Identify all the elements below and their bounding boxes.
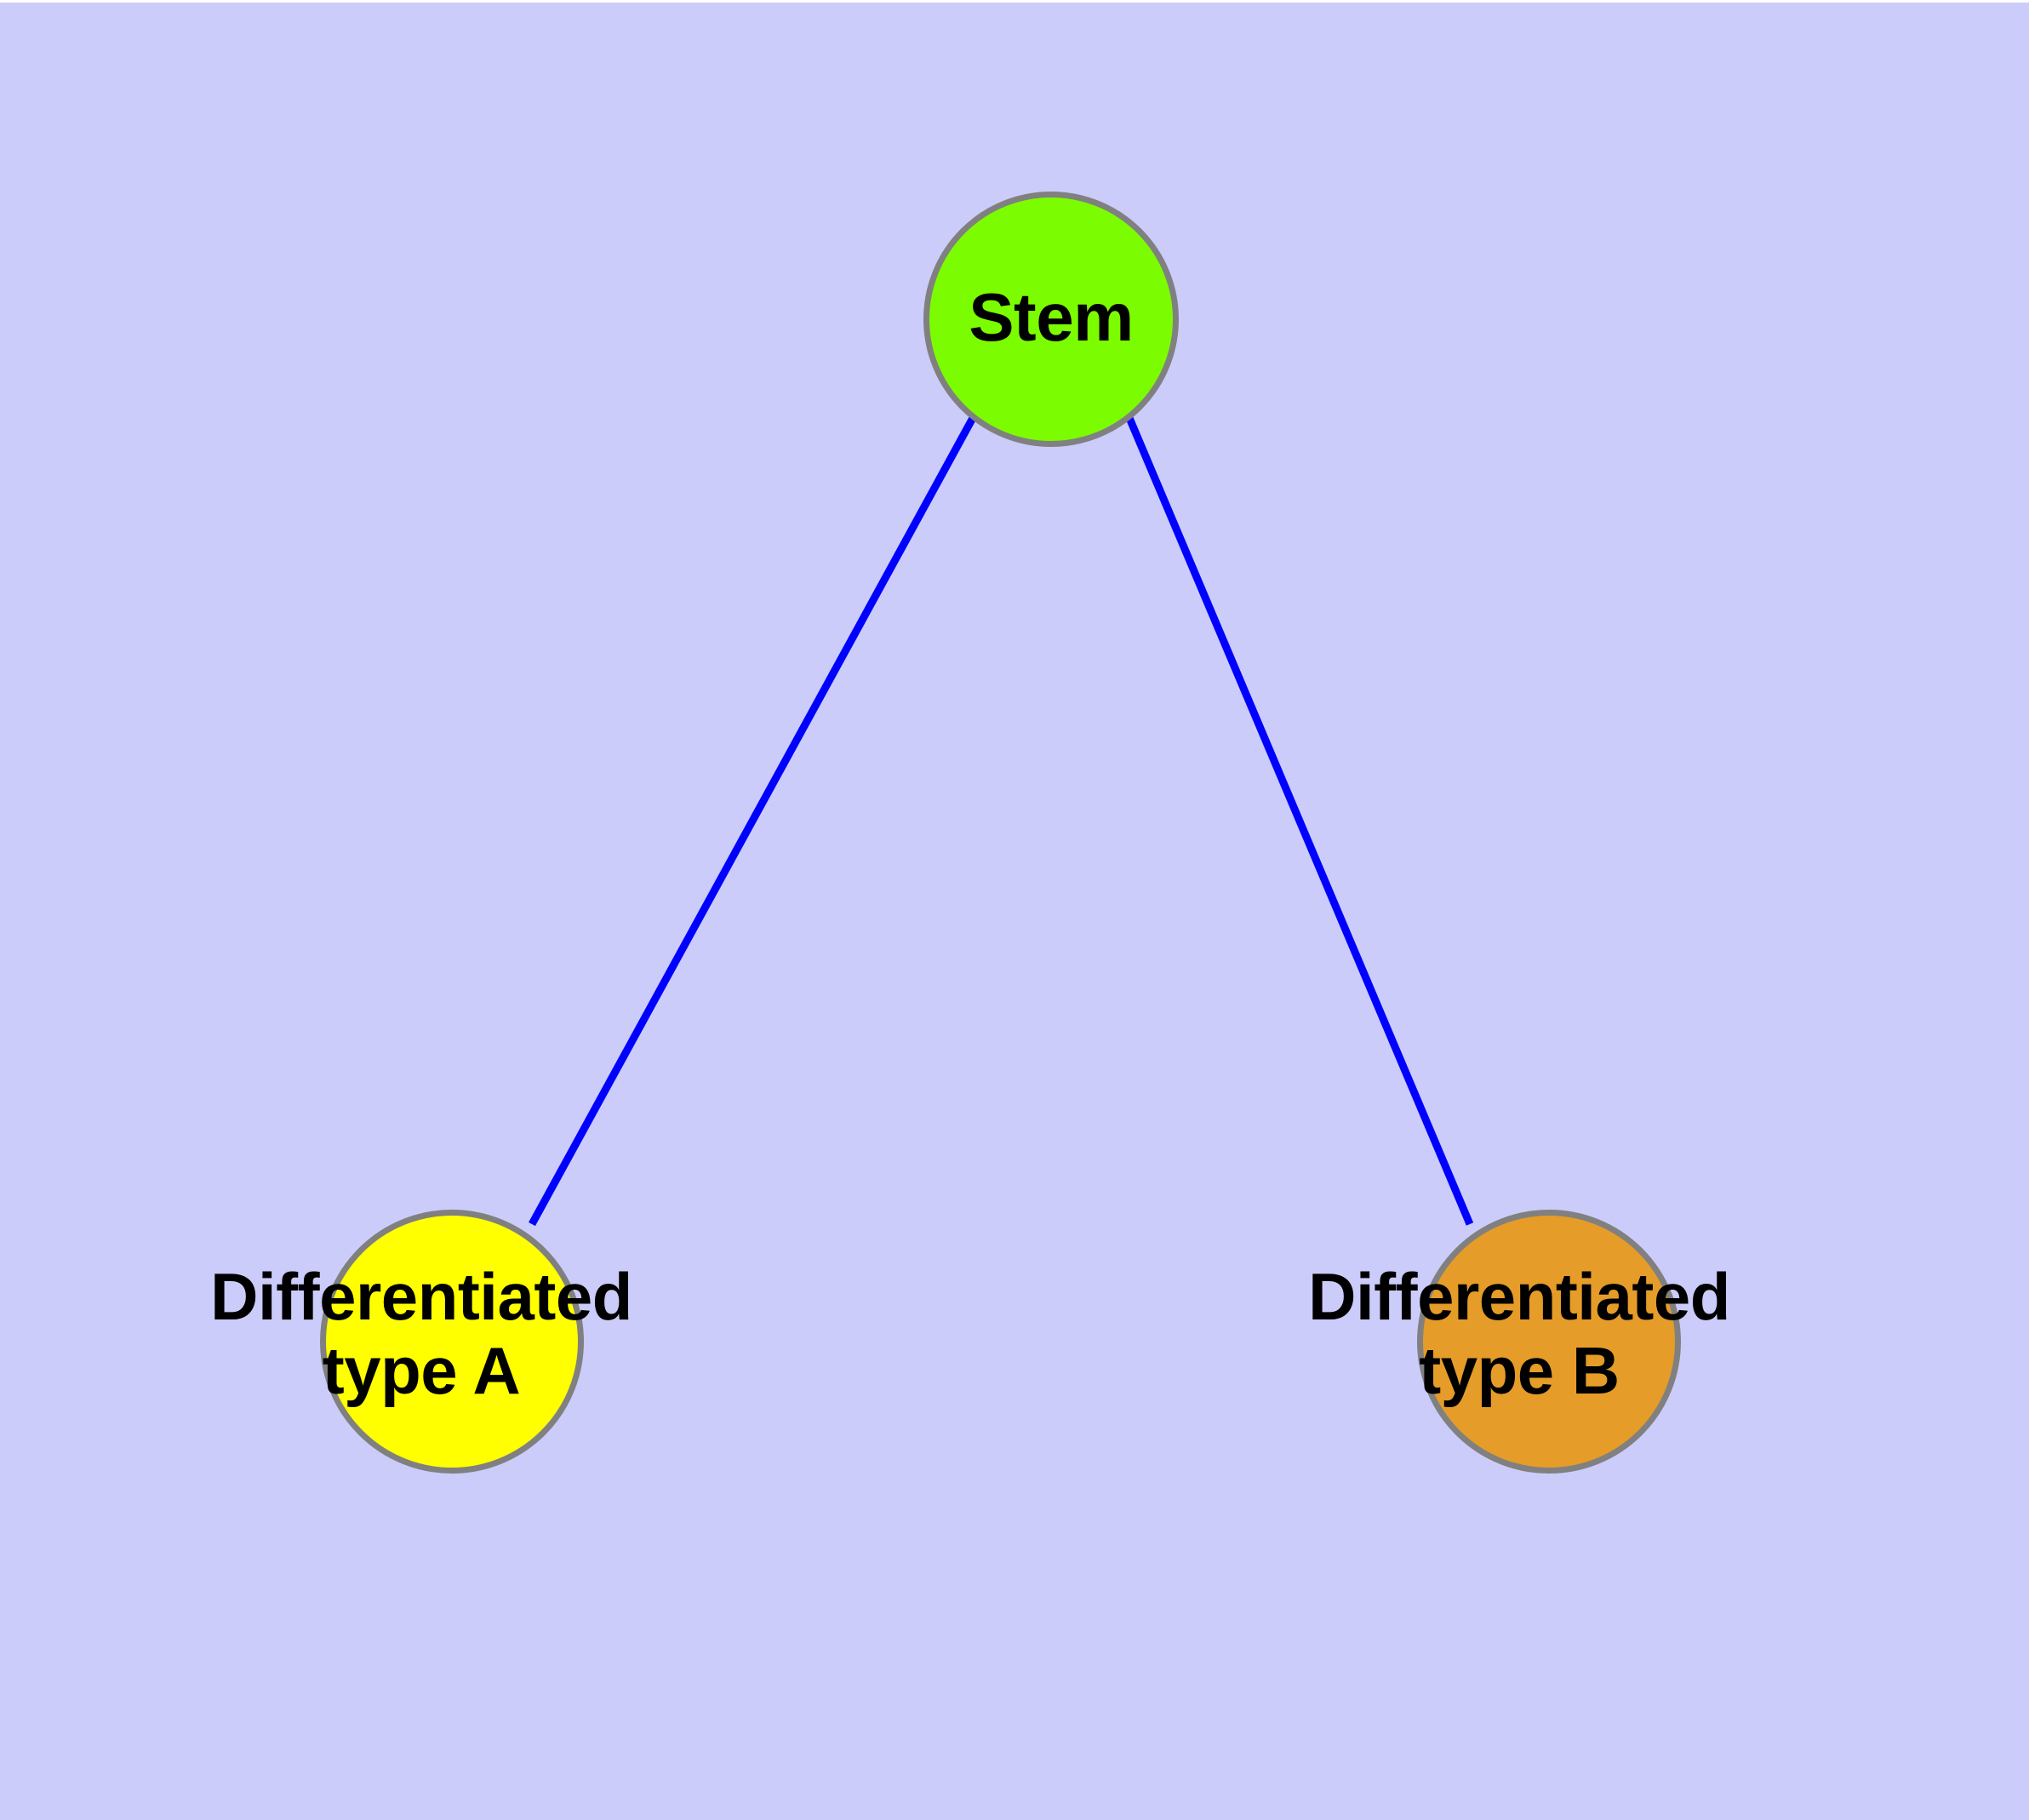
node-layer: Stem Differentiated type A Differentiate… bbox=[0, 3, 2029, 1820]
graph-background: Stem Differentiated type A Differentiate… bbox=[0, 3, 2029, 1820]
node-stem[interactable] bbox=[923, 192, 1179, 447]
node-differentiated-type-b[interactable] bbox=[1417, 1210, 1681, 1474]
edge-stem-to-diff-b[interactable] bbox=[1125, 416, 1474, 1226]
edge-stem-to-diff-a[interactable] bbox=[529, 415, 976, 1227]
node-differentiated-type-a[interactable] bbox=[320, 1210, 584, 1474]
edge-layer bbox=[529, 415, 1474, 1227]
